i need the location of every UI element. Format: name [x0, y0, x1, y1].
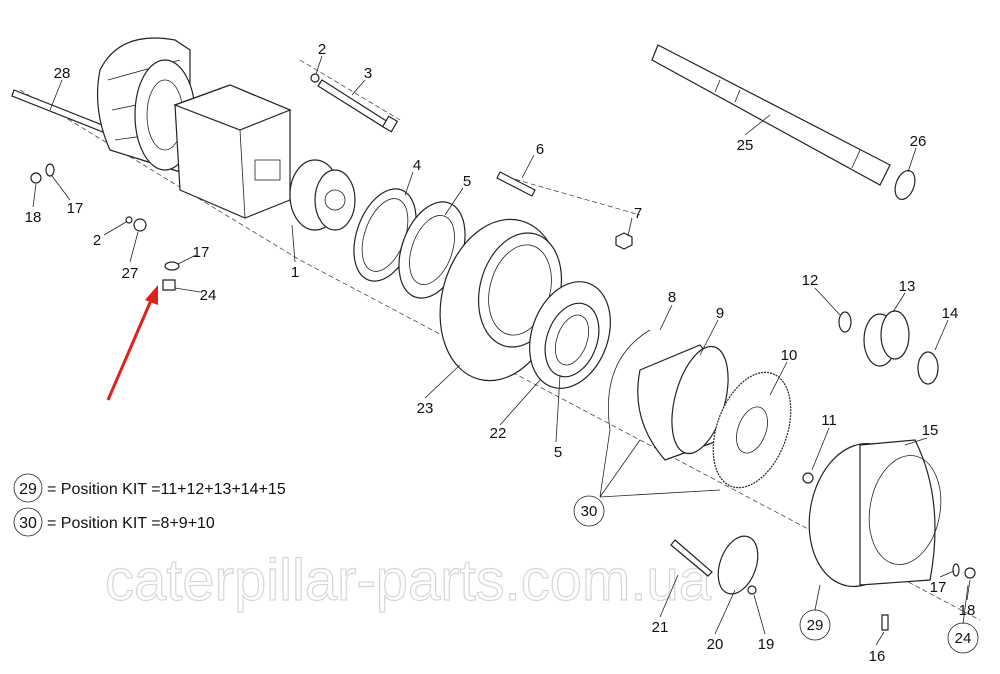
label-7: 7	[634, 205, 642, 222]
label-17: 17	[67, 200, 84, 217]
label-2: 2	[318, 41, 326, 58]
label-24-b: 24	[955, 630, 972, 647]
part-17-washer[interactable]	[45, 163, 55, 177]
part-11-washer[interactable]	[802, 472, 814, 484]
part-15-planet-carrier[interactable]	[798, 435, 949, 594]
red-arrow-pointer	[106, 285, 158, 401]
label-11: 11	[821, 412, 837, 429]
label-23: 23	[417, 400, 434, 417]
label-10: 10	[781, 347, 798, 364]
label-14: 14	[942, 305, 959, 322]
part-18-nut[interactable]	[30, 172, 42, 184]
part-1-housing[interactable]	[96, 37, 356, 231]
label-1: 1	[291, 264, 299, 281]
part-20-thrust-washer[interactable]	[711, 531, 765, 600]
part-12-ring[interactable]	[838, 311, 852, 333]
legend-kit-30-text: = Position KIT =8+9+10	[47, 515, 215, 532]
label-5: 5	[463, 173, 471, 190]
part-17-oring[interactable]	[164, 261, 180, 271]
label-20: 20	[707, 636, 724, 653]
part-6-stud[interactable]	[496, 171, 536, 197]
part-19-screw[interactable]	[747, 585, 757, 595]
label-15: 15	[922, 422, 939, 439]
label-5-b: 5	[554, 444, 562, 461]
label-29: 29	[807, 617, 824, 634]
label-4: 4	[413, 157, 421, 174]
label-19: 19	[758, 636, 775, 653]
kit-circle-30	[573, 495, 605, 527]
label-16: 16	[869, 648, 886, 665]
part-10-sun-gear[interactable]	[699, 362, 806, 499]
part-25-axle-shaft[interactable]	[651, 44, 891, 186]
label-26: 26	[910, 133, 927, 150]
part-24-plug[interactable]	[162, 279, 176, 291]
label-30: 30	[581, 503, 598, 520]
label-8: 8	[668, 289, 676, 306]
label-24: 24	[200, 287, 217, 304]
part-3-bolt[interactable]	[317, 79, 399, 133]
part-9-ring-gear[interactable]	[637, 340, 739, 461]
kit-legend: 29 = Position KIT =11+12+13+14+15 30 = P…	[13, 473, 286, 537]
legend-kit-29-number: 29	[19, 481, 37, 498]
label-18: 18	[25, 209, 42, 226]
part-5-bearing-b[interactable]	[536, 296, 609, 385]
circle-24	[947, 622, 979, 654]
label-6: 6	[536, 141, 544, 158]
part-2-washer[interactable]	[310, 73, 320, 83]
label-13: 13	[899, 278, 916, 295]
part-16-bolt[interactable]	[881, 614, 889, 631]
part-17-oring-b[interactable]	[952, 563, 960, 577]
label-3: 3	[364, 65, 372, 82]
watermark: caterpillar-parts.com.ua	[105, 548, 712, 613]
callout-labels: 28 2 3 18 17 2 27 17 24 1 4 5 6 7 25 26 …	[25, 41, 979, 665]
part-13-planet-gear[interactable]	[863, 310, 910, 367]
label-18-b: 18	[959, 602, 976, 619]
part-18-plug[interactable]	[964, 567, 976, 579]
legend-kit-29-text: = Position KIT =11+12+13+14+15	[47, 481, 286, 498]
part-2-washer-b[interactable]	[125, 216, 133, 224]
part-21-pin[interactable]	[670, 539, 713, 577]
label-22: 22	[490, 425, 507, 442]
label-28: 28	[54, 65, 71, 82]
label-21: 21	[652, 619, 669, 636]
label-17-c: 17	[930, 579, 947, 596]
label-9: 9	[716, 305, 724, 322]
part-14-bearing[interactable]	[917, 351, 939, 385]
part-27-nut[interactable]	[133, 218, 147, 232]
part-26-seal[interactable]	[891, 168, 918, 202]
part-8-snap-ring[interactable]	[607, 329, 651, 431]
kit-circle-29	[799, 609, 831, 641]
label-17-b: 17	[193, 244, 210, 261]
label-25: 25	[737, 137, 754, 154]
label-2-b: 2	[93, 232, 101, 249]
label-27: 27	[122, 265, 139, 282]
part-7-nut[interactable]	[615, 232, 633, 250]
legend-kit-30-number: 30	[19, 515, 37, 532]
label-12: 12	[802, 272, 819, 289]
